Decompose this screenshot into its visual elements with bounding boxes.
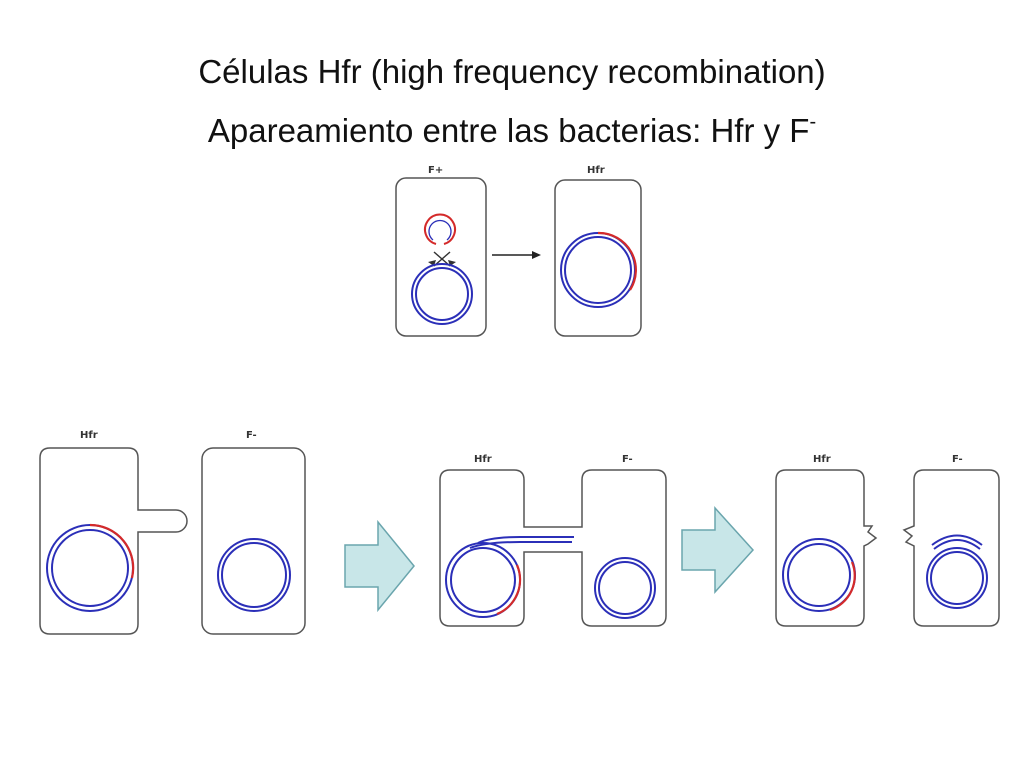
- label-f-plus: F+: [428, 165, 443, 176]
- label-stage1-f-minus: F-: [246, 430, 257, 441]
- cell-f-minus-separated: [902, 469, 1000, 627]
- title-line-1: Células Hfr (high frequency recombinatio…: [198, 53, 826, 90]
- recipient-dna-fragment: [931, 534, 983, 550]
- panel-hfr-cell-top: Hfr: [554, 165, 642, 337]
- integrated-chromosome: [560, 231, 637, 308]
- transform-arrow: [492, 251, 541, 259]
- title-line-2-text: Apareamiento entre las bacterias: Hfr y …: [207, 112, 810, 149]
- step-arrow-2: [681, 506, 755, 594]
- label-stage2-hfr: Hfr: [474, 454, 492, 465]
- bacterial-chromosome: [411, 263, 473, 325]
- step-arrow-1: [344, 519, 415, 613]
- hfr-chromosome-stage3: [782, 538, 856, 612]
- label-hfr-top: Hfr: [587, 165, 605, 176]
- title-line-2: Apareamiento entre las bacterias: Hfr y …: [0, 102, 1024, 151]
- panel-f-plus-cell: F+: [395, 165, 487, 337]
- label-stage3-f-minus: F-: [952, 454, 963, 465]
- cell-f-minus-stage1: [201, 447, 306, 635]
- cell-f-plus: [395, 177, 487, 337]
- conjugating-cells: [439, 469, 667, 627]
- cell-hfr-top: [554, 179, 642, 337]
- label-stage1-hfr: Hfr: [80, 430, 98, 441]
- transferred-dna-strand: [469, 536, 574, 549]
- f-minus-chromosome-stage3: [926, 547, 988, 609]
- f-plasmid: [424, 213, 456, 245]
- cell-hfr-with-pilus: [39, 447, 188, 635]
- stage-2: Hfr F-: [439, 454, 667, 627]
- hfr-chromosome-stage1: [46, 523, 135, 612]
- cell-hfr-separated: [775, 469, 878, 627]
- stage-1: Hfr F-: [39, 430, 306, 635]
- f-minus-chromosome-stage1: [217, 538, 291, 612]
- f-minus-chromosome-stage2: [594, 557, 656, 619]
- hfr-chromosome-stage2: [445, 542, 522, 618]
- title-superscript: -: [809, 111, 817, 133]
- label-stage3-hfr: Hfr: [813, 454, 831, 465]
- label-stage2-f-minus: F-: [622, 454, 633, 465]
- stage-3: Hfr F-: [775, 454, 1000, 627]
